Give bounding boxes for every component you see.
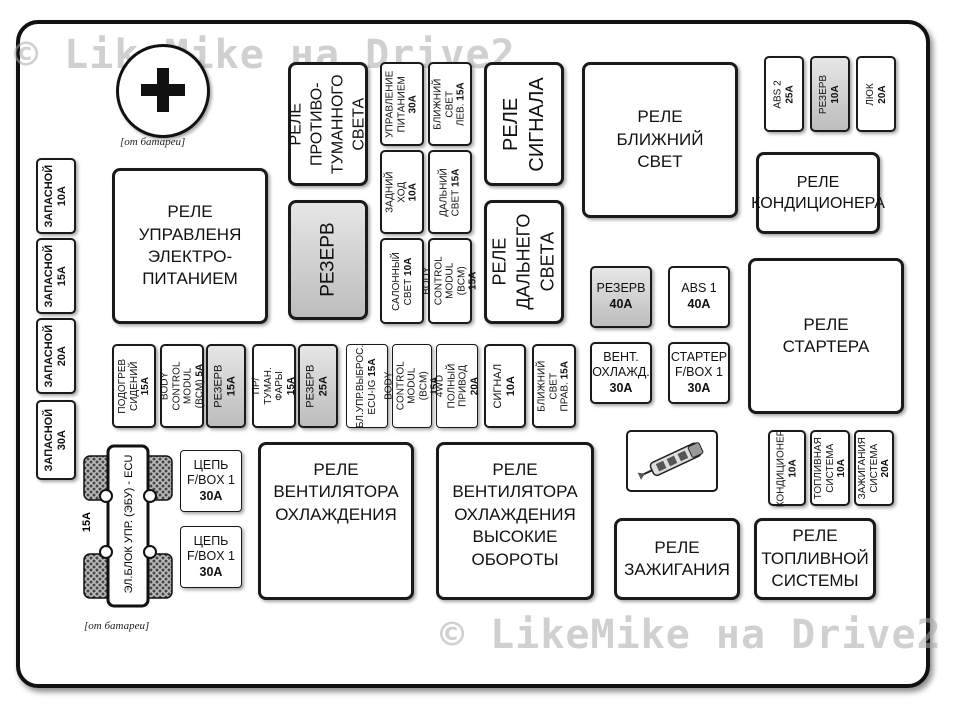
fuse-spare-15a: ЗАПАСНОЙ 15A <box>36 238 76 314</box>
fuse-sunroof-20a: ЛЮК 20A <box>856 56 896 132</box>
relay-cooling-fan-high: РЕЛЕ ВЕНТИЛЯТОРА ОХЛАЖДЕНИЯ ВЫСОКИЕ ОБОР… <box>436 442 594 600</box>
fuse-low-beam-left-15a: БЛИЖНИЙ СВЕТ ЛЕВ. 15A <box>428 62 472 146</box>
fuse-fuel-system-10a: ТОПЛИВНАЯ СИСТЕМА 10A <box>810 430 850 506</box>
fuse-horn-10a: СИГНАЛ 10A <box>484 344 526 428</box>
fuse-puller-icon <box>637 442 704 480</box>
fuse-reserve-25a: РЕЗЕРВ 25A <box>298 344 338 428</box>
fuse-bcm-15a-lower: BODY CONTROL MODUL (BCM) 15A <box>383 344 440 428</box>
relay-low-beam: РЕЛЕ БЛИЖНИЙ СВЕТ <box>582 62 738 218</box>
fuse-reserve-10a: РЕЗЕРВ 10A <box>810 56 850 132</box>
ecu-block-label: ЭЛ.БЛОК УПР. (ЭБУ) - ECU <box>123 454 135 594</box>
watermark-bottom: © LikeMike на Drive2 <box>440 612 942 658</box>
relay-power-control: РЕЛЕ УПРАВЛЕНЯ ЭЛЕКТРО- ПИТАНИЕМ <box>112 168 268 324</box>
relay-high-beam: РЕЛЕ ДАЛЬНЕГО СВЕТА <box>484 200 564 324</box>
fuse-ac-10a: КОНДИЦИОНЕР 10A <box>768 429 806 507</box>
ecu-block-rating: 15A <box>81 511 93 533</box>
relay-air-conditioner: РЕЛЕ КОНДИЦИОНЕРА <box>751 152 885 234</box>
fuse-4wd-20a: 4WD ПОЛНЫЙ ПРИВОД 20A <box>434 344 480 428</box>
fuse-ecu-ig-15a: БЛ.УПР.ВЫБРОС. ECU-IG 15A <box>346 344 388 428</box>
relay-fuel-system: РЕЛЕ ТОПЛИВНОЙ СИСТЕМЫ <box>754 518 876 600</box>
relay-starter: РЕЛЕ СТАРТЕРА <box>748 258 904 414</box>
fuse-cooling-fan-30a: ВЕНТ. ОХЛАЖД.30A <box>590 342 652 404</box>
fuse-spare-30a: ЗАПАСНОЙ 30A <box>36 400 76 480</box>
fuse-interior-light-10a: САЛОННЫЙ СВЕТ 10A <box>380 238 424 324</box>
fuse-low-beam-right-15a: БЛИЖНИЙ СВЕТ ПРАВ. 15A <box>532 344 576 428</box>
relay-cooling-fan: РЕЛЕ ВЕНТИЛЯТОРА ОХЛАЖДЕНИЯ <box>258 442 414 600</box>
ecu-fuse-body <box>83 444 173 608</box>
fuse-abs2-25a: ABS 2 25A <box>764 56 804 132</box>
reserve-relay-slot: РЕЗЕРВ <box>288 200 368 320</box>
fuse-ignition-system-20a: ЗАЖИГАНИЯ СИСТЕМА 20A <box>854 430 894 506</box>
fuse-bcm-15a-upper: BODY CONTROL MODUL (BCM) 15A <box>421 238 478 324</box>
plus-icon <box>141 68 185 112</box>
battery-caption-bottom: [от батареи] <box>84 620 150 632</box>
fuse-high-beam-15a: ДАЛЬНИЙ СВЕТ 15A <box>428 150 472 234</box>
battery-caption: [от батареи] <box>120 136 186 148</box>
fuse-reverse-10a: ЗАДНИЙ ХОД 10A <box>380 150 424 234</box>
relay-fog-light: РЕЛЕ ПРОТИВО- ТУМАННОГО СВЕТА <box>288 62 368 186</box>
fuse-fog-lamps-15a: ПР/ТУМАН. ФАРЫ 15A <box>251 344 297 428</box>
fuse-seat-heater-15a: ПОДОГРЕВ СИДЕНИЙ 15A <box>112 344 156 428</box>
fuse-reserve-15a: РЕЗЕРВ 15A <box>206 344 246 428</box>
fuse-bcm-5a: BODY CONTROL MODUL (BCM) 5A <box>159 344 205 428</box>
fuse-spare-10a: ЗАПАСНОЙ 10A <box>36 158 76 234</box>
ecu-block-fuse: ЭЛ.БЛОК УПР. (ЭБУ) - ECU 15A <box>81 444 174 608</box>
relay-horn: РЕЛЕ СИГНАЛА <box>484 62 564 186</box>
relay-ignition: РЕЛЕ ЗАЖИГАНИЯ <box>614 518 740 600</box>
battery-terminal <box>116 44 210 138</box>
fuse-power-control-30a: УПРАВЛЕНИЕ ПИТАНИЕМ 30A <box>380 62 424 146</box>
fuse-puller-slot <box>626 430 718 492</box>
fuse-spare-20a: ЗАПАСНОЙ 20A <box>36 318 76 394</box>
